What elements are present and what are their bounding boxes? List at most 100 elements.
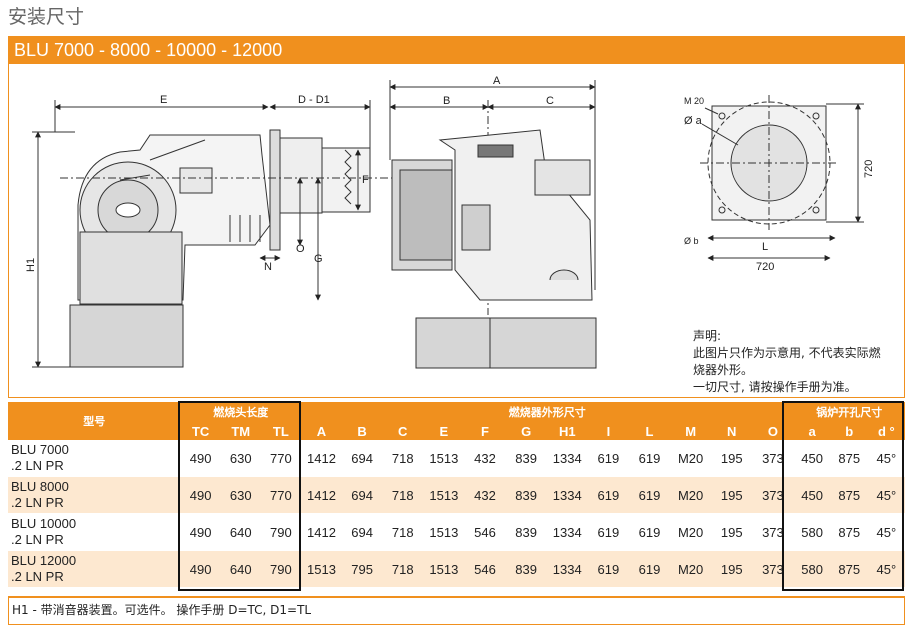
value-cell: 490 — [180, 440, 221, 477]
value-cell: 875 — [830, 550, 868, 588]
col-header: B — [342, 422, 383, 440]
value-cell: 1412 — [300, 440, 343, 477]
value-cell: 1513 — [423, 513, 465, 551]
dim-ob: Ø b — [684, 236, 699, 246]
value-cell: 45° — [867, 513, 905, 551]
value-cell: 1513 — [423, 550, 465, 588]
value-cell: 630 — [220, 440, 261, 477]
model-cell: BLU 8000.2 LN PR — [8, 476, 181, 514]
value-cell: 580 — [793, 550, 831, 588]
col-header: d ° — [867, 422, 905, 440]
col-header: G — [505, 422, 547, 440]
value-cell: M20 — [670, 440, 712, 477]
value-cell: 619 — [628, 440, 671, 477]
value-cell: 640 — [220, 550, 261, 588]
value-cell: 694 — [342, 476, 383, 514]
value-cell: 694 — [342, 513, 383, 551]
value-cell: 619 — [587, 550, 629, 588]
value-cell: 195 — [711, 440, 753, 477]
value-cell: 490 — [180, 513, 221, 551]
dim-h1: H1 — [25, 258, 37, 272]
value-cell: 790 — [260, 513, 301, 551]
col-header: M — [670, 422, 712, 440]
value-cell: 718 — [382, 513, 424, 551]
value-cell: 195 — [711, 513, 753, 551]
dim-a: A — [493, 75, 501, 87]
value-cell: 619 — [587, 440, 629, 477]
col-header: C — [382, 422, 424, 440]
footnote: H1 - 带消音器装置。可选件。 操作手册 D=TC, D1=TL — [8, 596, 905, 625]
model-cell: BLU 12000.2 LN PR — [8, 550, 181, 588]
value-cell: 490 — [180, 550, 221, 588]
value-cell: 619 — [587, 476, 629, 514]
col-header: a — [793, 422, 831, 440]
value-cell: M20 — [670, 550, 712, 588]
value-cell: 1334 — [546, 476, 588, 514]
group-header-boiler: 锅炉开孔尺寸 — [793, 402, 905, 422]
value-cell: 770 — [260, 476, 301, 514]
model-title-bar: BLU 7000 - 8000 - 10000 - 12000 — [8, 36, 905, 64]
col-header: TL — [260, 422, 301, 440]
value-cell: 795 — [342, 550, 383, 588]
value-cell: 770 — [260, 440, 301, 477]
col-header: L — [628, 422, 671, 440]
value-cell: 875 — [830, 440, 868, 477]
dim-e: E — [160, 94, 167, 106]
value-cell: 432 — [464, 440, 506, 477]
value-cell: 619 — [628, 550, 671, 588]
value-cell: 432 — [464, 476, 506, 514]
value-cell: M20 — [670, 513, 712, 551]
burner-side-view — [32, 100, 395, 368]
model-cell: BLU 7000.2 LN PR — [8, 440, 181, 477]
col-header: TC — [180, 422, 221, 440]
dim-f: F — [362, 174, 369, 186]
dim-c: C — [546, 95, 554, 107]
value-cell: 546 — [464, 550, 506, 588]
value-cell: 790 — [260, 550, 301, 588]
group-header-outline: 燃烧器外形尺寸 — [300, 402, 794, 422]
value-cell: 875 — [830, 513, 868, 551]
value-cell: 195 — [711, 550, 753, 588]
notice-line: 烧器外形。 — [693, 363, 754, 377]
model-line: .2 LN PR — [11, 532, 64, 547]
value-cell: 619 — [628, 476, 671, 514]
col-header-model: 型号 — [8, 402, 181, 440]
value-cell: 195 — [711, 476, 753, 514]
value-cell: 450 — [793, 440, 831, 477]
dim-720-h: 720 — [756, 261, 774, 273]
col-header: O — [752, 422, 794, 440]
value-cell: 1334 — [546, 513, 588, 551]
dim-m20: M 20 — [684, 96, 704, 106]
value-cell: 490 — [180, 476, 221, 514]
group-header-head-length: 燃烧头长度 — [180, 402, 301, 422]
dim-720-v: 720 — [863, 160, 875, 178]
value-cell: 450 — [793, 476, 831, 514]
value-cell: 1412 — [300, 513, 343, 551]
value-cell: 1334 — [546, 440, 588, 477]
value-cell: 718 — [382, 550, 424, 588]
col-header: b — [830, 422, 868, 440]
model-line: BLU 12000 — [11, 553, 77, 568]
notice-line: 声明: — [693, 329, 722, 343]
col-header: F — [464, 422, 506, 440]
col-header: A — [300, 422, 343, 440]
value-cell: 718 — [382, 440, 424, 477]
value-cell: 546 — [464, 513, 506, 551]
value-cell: 373 — [752, 550, 794, 588]
value-cell: 875 — [830, 476, 868, 514]
dim-g: G — [314, 253, 323, 265]
model-line: .2 LN PR — [11, 458, 64, 473]
value-cell: 1513 — [423, 476, 465, 514]
value-cell: 839 — [505, 513, 547, 551]
value-cell: 1334 — [546, 550, 588, 588]
col-header: N — [711, 422, 753, 440]
value-cell: 1513 — [423, 440, 465, 477]
col-header: E — [423, 422, 465, 440]
page-title: 安装尺寸 — [8, 6, 85, 28]
value-cell: 718 — [382, 476, 424, 514]
notice-line: 此图片只作为示意用, 不代表实际燃 — [693, 346, 881, 360]
dim-oa: Ø a — [684, 115, 703, 127]
model-cell: BLU 10000.2 LN PR — [8, 513, 181, 551]
